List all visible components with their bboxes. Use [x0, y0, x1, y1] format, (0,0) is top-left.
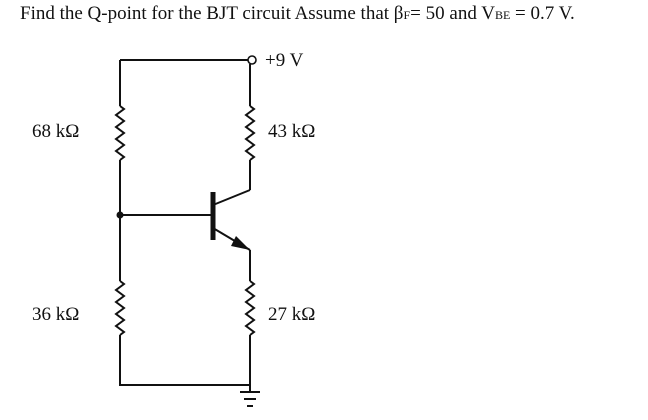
r1-label: 68 kΩ	[32, 121, 79, 142]
emitter-arrow-icon	[231, 236, 250, 250]
rc-label: 43 kΩ	[268, 121, 315, 142]
supply-terminal	[247, 55, 257, 65]
transistor-collector-lead	[212, 189, 251, 206]
problem-text-vbe-value: = 0.7 V.	[510, 3, 575, 24]
r2-label: 36 kΩ	[32, 304, 79, 325]
problem-text-beta-value: = 50 and V	[410, 3, 495, 24]
problem-text-beta: Find the Q-point for the BJT circuit Ass…	[20, 3, 404, 24]
ground-rail-wire	[119, 335, 250, 386]
problem-statement: Find the Q-point for the BJT circuit Ass…	[20, 2, 575, 27]
vbe-subscript: BE	[494, 8, 511, 22]
re-resistor	[244, 280, 256, 336]
beta-subscript: F	[403, 8, 411, 22]
r2-resistor	[114, 280, 126, 336]
r1-resistor	[114, 105, 126, 161]
re-label: 27 kΩ	[268, 304, 315, 325]
supply-label: +9 V	[265, 50, 304, 71]
rc-resistor	[244, 105, 256, 161]
